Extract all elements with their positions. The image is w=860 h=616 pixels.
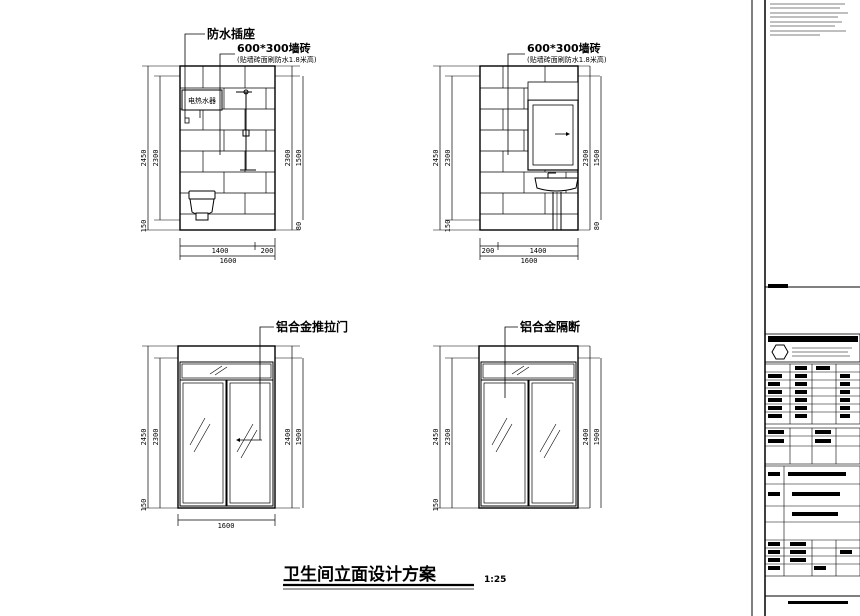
dim-text: 2300 bbox=[444, 150, 452, 167]
elevation-2 bbox=[433, 53, 602, 260]
dim-text: 1600 bbox=[218, 522, 235, 530]
door-leaf-left bbox=[179, 379, 227, 507]
elevation-4 bbox=[433, 326, 602, 509]
shower-fixture bbox=[236, 89, 256, 171]
dim-text: 2300 bbox=[152, 429, 160, 446]
title-block bbox=[764, 3, 860, 604]
dimension-texts: 2450 2300 150 2300 1500 80 1400 200 1600… bbox=[140, 150, 601, 530]
annotations: 防水插座 600*300墙砖 (贴墙砖面刷防水1.8米高) 电热水器 600*3… bbox=[188, 26, 607, 334]
dim-text: 1500 bbox=[593, 150, 601, 167]
dim-text: 150 bbox=[140, 499, 148, 512]
elevation-3 bbox=[142, 326, 304, 526]
title-main: 卫生间立面设计方案 bbox=[283, 564, 437, 585]
label-tile-a-note: (贴墙砖面刷防水1.8米高) bbox=[237, 55, 317, 64]
door-leader bbox=[259, 326, 274, 440]
dim-text: 2450 bbox=[140, 429, 148, 446]
dim-text: 1600 bbox=[220, 257, 237, 265]
socket-box bbox=[184, 117, 190, 124]
dim-text: 2450 bbox=[432, 150, 440, 167]
label-tile-a: 600*300墙砖 bbox=[237, 41, 311, 55]
label-tile-b: 600*300墙砖 bbox=[527, 41, 601, 55]
title-scale: 1:25 bbox=[484, 575, 506, 585]
elevation-1 bbox=[142, 33, 304, 260]
company-name-bar bbox=[768, 336, 858, 342]
dim-text: 1900 bbox=[593, 429, 601, 446]
company-logo bbox=[771, 344, 789, 360]
door-leaf-right bbox=[226, 379, 274, 507]
dim-text: 1400 bbox=[212, 247, 229, 255]
project-info bbox=[764, 465, 860, 577]
dim-text: 2300 bbox=[152, 150, 160, 167]
drawing-title: 卫生间立面设计方案 1:25 bbox=[283, 564, 506, 590]
dim-text: 1600 bbox=[521, 257, 538, 265]
dim-text: 150 bbox=[444, 220, 452, 233]
dim-text: 2300 bbox=[444, 429, 452, 446]
dim-text: 1500 bbox=[295, 150, 303, 167]
water-heater bbox=[181, 89, 223, 111]
partition-leader bbox=[504, 326, 518, 398]
dim-text: 1900 bbox=[295, 429, 303, 446]
partition-panel-left bbox=[480, 379, 529, 507]
dim-text: 2400 bbox=[582, 429, 590, 446]
transom bbox=[179, 361, 274, 381]
mirror-cabinet bbox=[527, 81, 579, 171]
wall-outline bbox=[179, 65, 276, 231]
dim-text: 2450 bbox=[432, 429, 440, 446]
dim-text: 2450 bbox=[140, 150, 148, 167]
tile-leader bbox=[219, 53, 235, 155]
dim-text: 2300 bbox=[582, 150, 590, 167]
signature-grid bbox=[764, 363, 860, 465]
washbasin bbox=[534, 172, 579, 230]
dim-text: 1400 bbox=[530, 247, 547, 255]
label-door: 铝合金推拉门 bbox=[276, 319, 348, 334]
tile-leader bbox=[507, 53, 525, 155]
door-frame bbox=[177, 345, 276, 509]
dim-text: 2400 bbox=[284, 429, 292, 446]
dim-text: 200 bbox=[482, 247, 495, 255]
transom bbox=[480, 361, 577, 381]
sheet-frame bbox=[751, 0, 860, 616]
label-socket: 防水插座 bbox=[207, 26, 255, 41]
partition-frame bbox=[478, 345, 579, 509]
label-heater: 电热水器 bbox=[188, 96, 216, 105]
dim-text: 2300 bbox=[284, 150, 292, 167]
label-tile-b-note: (贴墙砖面刷防水1.8米高) bbox=[527, 55, 607, 64]
label-partition: 铝合金隔断 bbox=[520, 319, 580, 334]
socket-leader bbox=[184, 33, 205, 118]
dim-text: 80 bbox=[593, 222, 601, 230]
dim-text: 150 bbox=[432, 499, 440, 512]
title-block-notes bbox=[770, 3, 848, 36]
dim-text: 150 bbox=[140, 220, 148, 233]
title-block-mark bbox=[768, 284, 788, 288]
dim-text: 80 bbox=[295, 222, 303, 230]
dim-text: 200 bbox=[261, 247, 274, 255]
toilet bbox=[188, 190, 216, 221]
partition-panel-right bbox=[528, 379, 577, 507]
